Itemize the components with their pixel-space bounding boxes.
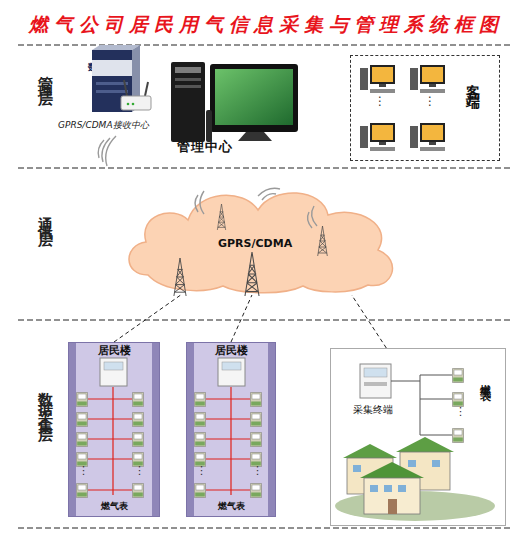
- node-sublabel: 燃气表: [187, 501, 275, 511]
- management-center: 管理中心: [165, 58, 300, 160]
- client-pc: [410, 65, 445, 93]
- layer-divider: [18, 168, 512, 169]
- signal-waves: [106, 136, 116, 166]
- node-label: GPRS/CDMA: [218, 238, 292, 251]
- residential-area: 燃气表采集终端: [330, 348, 506, 526]
- node-label: 管理中心: [177, 140, 233, 155]
- ellipsis-mark: ⋮: [134, 465, 145, 478]
- layer-divider: [18, 320, 512, 321]
- layer-name: 数据采集层: [37, 380, 54, 425]
- client-pc: [360, 65, 395, 93]
- server-icon: [92, 45, 140, 50]
- router-icon: [132, 103, 135, 106]
- link-line: [114, 295, 181, 342]
- signal-waves: [98, 140, 104, 158]
- link-line: [231, 295, 252, 342]
- layer-name: 管理层: [37, 64, 54, 88]
- workstation-icon: [175, 85, 201, 88]
- ellipsis-mark: ⋮: [424, 95, 436, 109]
- router-icon: [121, 96, 151, 110]
- ellipsis-mark: ⋮: [196, 465, 207, 478]
- layer-divider: [18, 45, 512, 528]
- workstation-icon: [171, 62, 205, 142]
- receiver-center: GPRS/CDMA接收中心: [58, 119, 170, 133]
- workstation-icon: [175, 67, 201, 73]
- server-icon: [132, 45, 140, 112]
- residential-building: 居民楼燃气表: [186, 342, 276, 517]
- node-label: 数据库系统: [88, 62, 132, 72]
- node-label: GPRS/CDMA接收中心: [58, 120, 149, 130]
- workstation-icon: [206, 110, 212, 142]
- cloud-outline: [129, 193, 392, 293]
- server-icon: [92, 45, 140, 112]
- node-label: 居民楼: [69, 345, 159, 358]
- router-icon: [127, 103, 130, 106]
- router-icon: [124, 80, 127, 96]
- layer-divider: [18, 45, 512, 46]
- database-server: 数据库系统: [88, 61, 140, 75]
- ellipsis-mark: ⋮: [78, 465, 89, 478]
- router-icon: [145, 82, 148, 96]
- ellipsis-mark: ⋮: [374, 95, 386, 109]
- server-icon: [92, 50, 132, 112]
- layer-divider: [18, 528, 512, 529]
- client-pc: [360, 65, 445, 151]
- client-pc: [360, 123, 395, 151]
- node-label: 客户端: [465, 72, 481, 90]
- server-icon: [96, 82, 128, 85]
- ellipsis-mark: ⋮: [252, 465, 263, 478]
- layer-name: 通讯层: [37, 205, 54, 229]
- workstation-icon: [171, 62, 298, 142]
- node-label: 采集终端: [342, 404, 404, 416]
- node-label: 居民楼: [187, 345, 275, 358]
- router-icon: [121, 80, 151, 110]
- workstation-icon: [238, 132, 272, 141]
- signal-waves: [102, 138, 110, 162]
- link-line: [352, 295, 387, 348]
- collector-terminal: 采集终端: [342, 360, 404, 420]
- workstation-icon: [215, 69, 293, 125]
- workstation-icon: [175, 78, 201, 81]
- residential-building: 居民楼燃气表: [68, 342, 160, 517]
- server-icon: [96, 90, 128, 93]
- network-cloud: GPRS/CDMA: [118, 180, 403, 295]
- node-label: 燃气表: [478, 375, 491, 384]
- workstation-icon: [210, 64, 298, 132]
- ellipsis-mark: ⋮: [455, 406, 466, 419]
- node-sublabel: 燃气表: [69, 501, 159, 511]
- client-pc: [410, 123, 445, 151]
- diagram-title: 燃气公司居民用气信息采集与管理系统框图: [0, 12, 532, 38]
